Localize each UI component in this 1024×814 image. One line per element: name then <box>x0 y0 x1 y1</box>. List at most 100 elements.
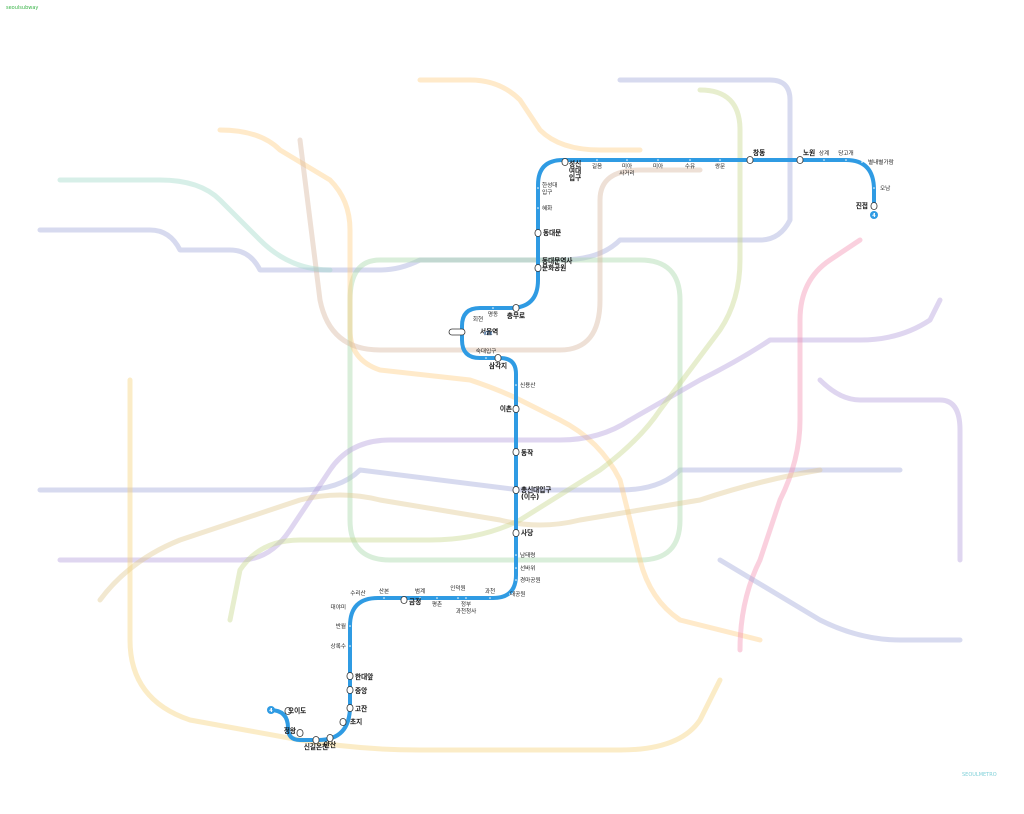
station-pyeongchon[interactable]: 평촌평촌 <box>432 597 442 608</box>
station-marker <box>346 704 354 712</box>
station-label: (이수) <box>521 492 539 501</box>
station-choji[interactable]: 초지초지 <box>339 717 362 726</box>
bg-line-8 <box>737 237 863 653</box>
station-ddp[interactable]: 동대문역사문화공원동대문역사문화공원 <box>534 256 573 272</box>
station-marker <box>494 354 502 362</box>
station-label: 정왕 <box>284 726 296 735</box>
station-label: 신용산 <box>520 381 535 389</box>
line-4-route <box>268 158 876 742</box>
station-singiloncheon[interactable]: 신길온천신길온천 <box>304 736 328 752</box>
station-namtaeryeong[interactable]: 남태령남태령 <box>515 551 535 559</box>
station-banwol[interactable]: 반월반월 <box>336 622 351 630</box>
station-gwacheoncomplex[interactable]: 정부과천청사정부과천청사 <box>456 597 477 615</box>
station-label: 당고개 <box>838 149 853 157</box>
station-label: 회현 <box>473 315 483 323</box>
station-surisan[interactable]: 수리산수리산 <box>350 589 366 601</box>
station-byeollae[interactable]: 별내별가람별내별가람 <box>861 158 894 166</box>
station-gwacheon[interactable]: 과천과천 <box>485 587 495 599</box>
station-marker <box>326 734 334 742</box>
station-myeongdong[interactable]: 명동명동 <box>488 307 498 318</box>
station-gojan[interactable]: 고잔고잔 <box>346 704 367 713</box>
station-daeyami[interactable]: 대야미대야미 <box>331 603 351 611</box>
station-label: 대야미 <box>331 603 346 611</box>
station-label: 신길온천 <box>304 742 328 751</box>
station-handaeap[interactable]: 한대앞한대앞 <box>346 672 373 681</box>
station-label: 사거리 <box>619 169 634 177</box>
station-sanbon[interactable]: 산본산본 <box>379 587 389 599</box>
station-label: 과천 <box>485 587 495 595</box>
corner-tag: seoulsubway <box>6 5 39 11</box>
station-sinyongsan[interactable]: 신용산신용산 <box>515 381 535 389</box>
station-ichon[interactable]: 이촌이촌 <box>500 404 520 413</box>
station-ansan[interactable]: 안산안산 <box>324 734 336 750</box>
station-label: 과천청사 <box>456 607 477 615</box>
station-racecourse[interactable]: 경마공원경마공원 <box>515 576 541 584</box>
station-label: 길음 <box>592 162 602 170</box>
station-label: 창동 <box>753 148 765 157</box>
station-label: 인덕원 <box>450 584 465 592</box>
station-label: 수유 <box>685 163 695 170</box>
station-nowon[interactable]: 노원노원 <box>796 148 815 164</box>
station-sungshin[interactable]: 성신여대입구성신여대입구 <box>561 158 581 183</box>
station-onam[interactable]: 오남오남 <box>873 184 890 192</box>
station-marker <box>796 156 804 164</box>
station-sanggye[interactable]: 상계상계 <box>819 149 829 161</box>
station-marker <box>561 158 569 166</box>
station-suyu[interactable]: 수유수유 <box>685 159 695 170</box>
station-beomgye[interactable]: 범계범계 <box>415 587 425 599</box>
station-changdong[interactable]: 창동창동 <box>746 148 765 164</box>
station-miasageori[interactable]: 미아사거리미아사거리 <box>619 159 635 177</box>
station-label: 성신 <box>569 159 581 168</box>
station-jinjeop[interactable]: 진접진접 <box>856 201 878 210</box>
svg-text:4: 4 <box>269 708 273 714</box>
station-isu[interactable]: 총신대입구(이수)총신대입구(이수) <box>512 485 551 501</box>
bg-line-suin <box>127 377 723 753</box>
station-seonbawi[interactable]: 선바위선바위 <box>515 564 535 572</box>
station-label: 미아 <box>653 162 663 170</box>
station-label: 삼각지 <box>489 361 507 370</box>
station-marker <box>400 596 408 604</box>
station-grandpark[interactable]: 대공원대공원 <box>509 590 525 598</box>
line-4-end-badge-oido: 4 <box>267 706 275 714</box>
station-chungmuro[interactable]: 충무로충무로 <box>507 304 525 321</box>
station-dangogae[interactable]: 당고개당고개 <box>838 149 854 161</box>
station-jeongwang[interactable]: 정왕정왕 <box>284 726 304 737</box>
bg-line-1 <box>37 77 793 273</box>
station-marker <box>512 529 520 537</box>
station-label: 선바위 <box>520 564 535 572</box>
station-hyehwa[interactable]: 혜화혜화 <box>537 204 552 212</box>
station-label: 평촌 <box>432 600 442 608</box>
station-sookmyung[interactable]: 숙대입구숙대입구 <box>476 347 497 359</box>
station-samgakji[interactable]: 삼각지삼각지 <box>489 354 507 371</box>
station-ssangmun[interactable]: 쌍문쌍문 <box>715 159 725 170</box>
station-label: 이촌 <box>500 404 512 413</box>
station-marker <box>534 264 542 272</box>
station-label: 미아 <box>622 162 632 170</box>
station-oido[interactable]: 오이도오이도 <box>284 706 306 715</box>
station-marker <box>296 729 304 737</box>
station-label: 오남 <box>880 184 890 192</box>
bg-line-3b <box>417 77 643 153</box>
station-seoul[interactable]: 서울역서울역 <box>448 327 498 336</box>
station-hoehyeon[interactable]: 회현회현 <box>473 315 483 323</box>
station-sadang[interactable]: 사당사당 <box>512 528 533 537</box>
station-label: 노원 <box>803 148 815 157</box>
station-label: 서울역 <box>480 327 498 336</box>
station-dongjak[interactable]: 동작동작 <box>512 448 533 457</box>
station-indeogwon[interactable]: 인덕원인덕원 <box>450 584 466 599</box>
station-marker <box>870 202 878 210</box>
station-marker <box>512 448 520 456</box>
station-hansung[interactable]: 한성대입구한성대입구 <box>537 181 557 196</box>
station-gireum[interactable]: 길음길음 <box>592 159 602 170</box>
bg-line-7 <box>227 87 743 623</box>
station-label: 명동 <box>488 311 498 318</box>
station-sangnoksu[interactable]: 상록수상록수 <box>331 642 351 650</box>
station-geumjeong[interactable]: 금정금정 <box>400 596 421 607</box>
station-label: 한성대 <box>542 181 557 189</box>
station-jungang[interactable]: 중앙중앙 <box>346 686 367 695</box>
station-label: 진접 <box>856 201 868 210</box>
station-label: 경마공원 <box>520 576 541 584</box>
